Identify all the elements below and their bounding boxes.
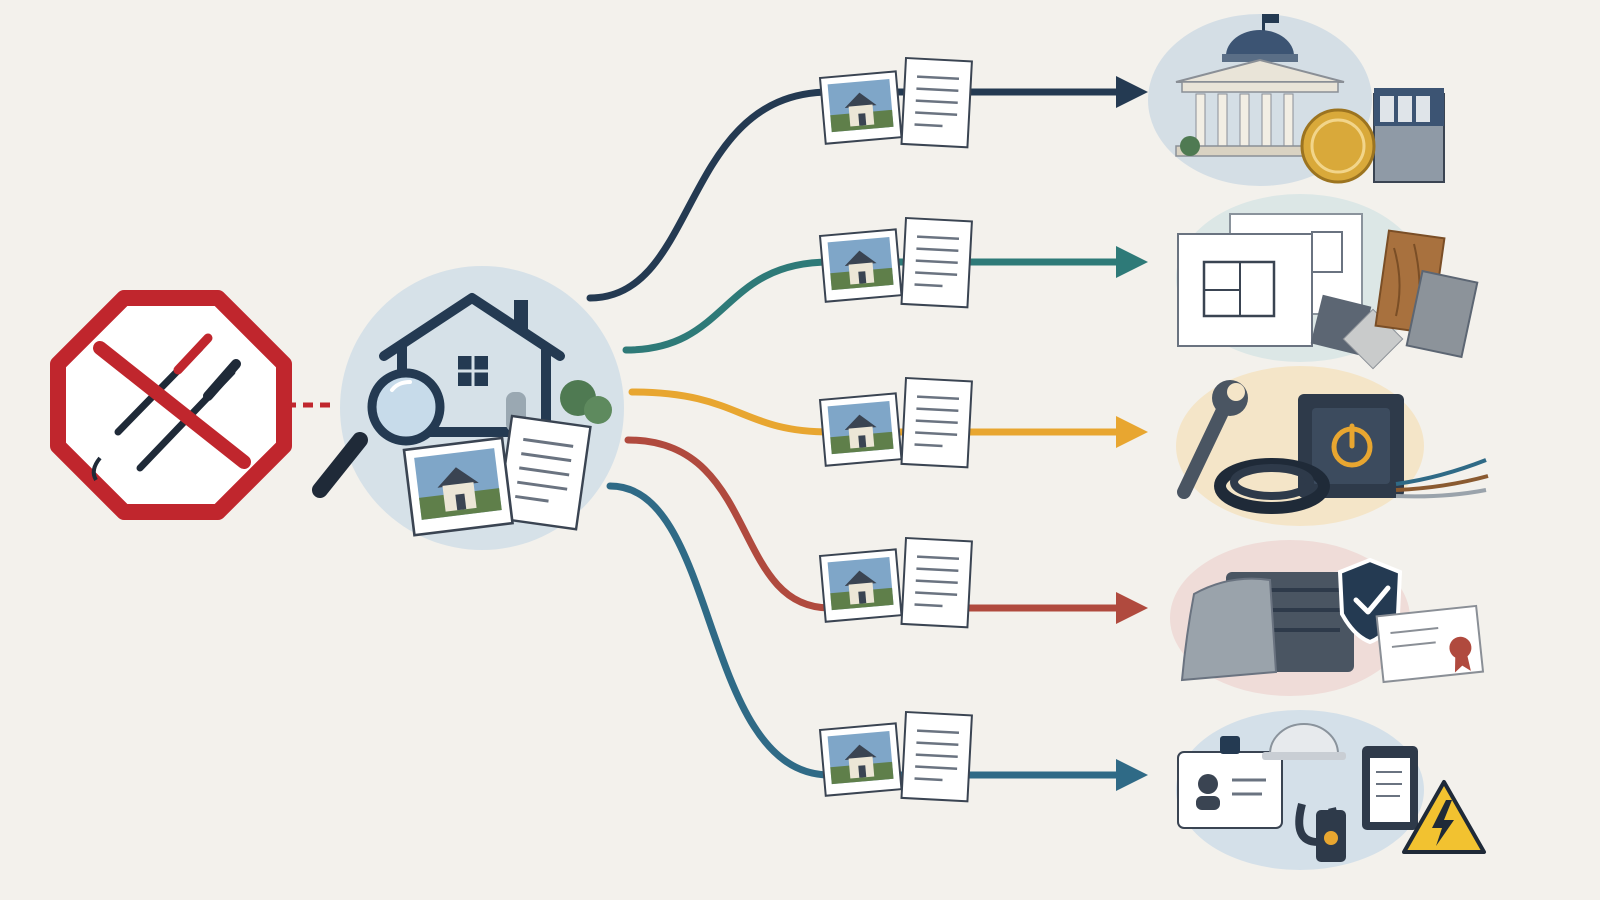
arrowhead-2 <box>1116 246 1148 278</box>
high-voltage-warning-icon <box>1402 780 1486 854</box>
target-protection <box>1170 540 1485 696</box>
document-icon <box>900 710 974 803</box>
certificate-icon <box>1375 604 1485 684</box>
document-icon <box>900 216 974 309</box>
arrowhead-1 <box>1116 76 1148 108</box>
evidence-pair-3 <box>819 376 974 469</box>
file-cabinet-icon <box>1373 88 1445 183</box>
evidence-pair-2 <box>819 216 974 309</box>
government-building-icon <box>1175 14 1345 157</box>
photo-icon <box>819 392 903 467</box>
evidence-pair-5 <box>819 710 974 803</box>
flow-line-3 <box>628 388 1124 436</box>
prohibition-slash <box>93 341 251 469</box>
flow-line-2 <box>622 258 1124 354</box>
flow-line-1 <box>586 88 1124 302</box>
cable-coil-icon <box>1214 458 1330 514</box>
target-authority <box>1148 14 1445 186</box>
arrowheads <box>1116 76 1148 791</box>
arrowhead-4 <box>1116 592 1148 624</box>
evidence-pair-1 <box>819 56 974 149</box>
clipboard-icon <box>1362 746 1418 830</box>
target-materials <box>1176 194 1479 370</box>
arrowhead-5 <box>1116 759 1148 791</box>
coin-icon <box>1300 108 1376 184</box>
wrench-icon <box>1177 380 1248 499</box>
evidence-pair-4 <box>819 536 974 629</box>
target-tools <box>1176 366 1489 526</box>
magnifier-icon <box>312 368 445 498</box>
document-icon <box>900 536 974 629</box>
document-icon <box>900 56 974 149</box>
hub-photo-icon <box>402 436 514 537</box>
prohibited-node <box>50 290 292 520</box>
photo-icon <box>819 722 903 797</box>
flow-line-5 <box>606 482 1124 779</box>
inspection-hub <box>312 266 624 550</box>
photo-icon <box>819 70 903 145</box>
photo-icon <box>819 228 903 303</box>
target-safety <box>1176 710 1486 870</box>
document-icon <box>900 376 974 469</box>
wires-icon <box>1395 458 1489 499</box>
stone-sample-icon <box>1405 269 1479 359</box>
flow-lines <box>586 88 1124 779</box>
flow-line-4 <box>624 436 1124 612</box>
floor-plan-icon <box>1177 213 1363 347</box>
clamp-meter-icon <box>1295 802 1346 862</box>
power-panel-icon <box>1298 394 1404 498</box>
id-badge-icon <box>1177 736 1283 829</box>
photo-icon <box>819 548 903 623</box>
covered-equipment-icon <box>1180 572 1354 682</box>
tree-icon <box>560 380 612 424</box>
hard-hat-icon <box>1262 723 1346 760</box>
arrowhead-3 <box>1116 416 1148 448</box>
